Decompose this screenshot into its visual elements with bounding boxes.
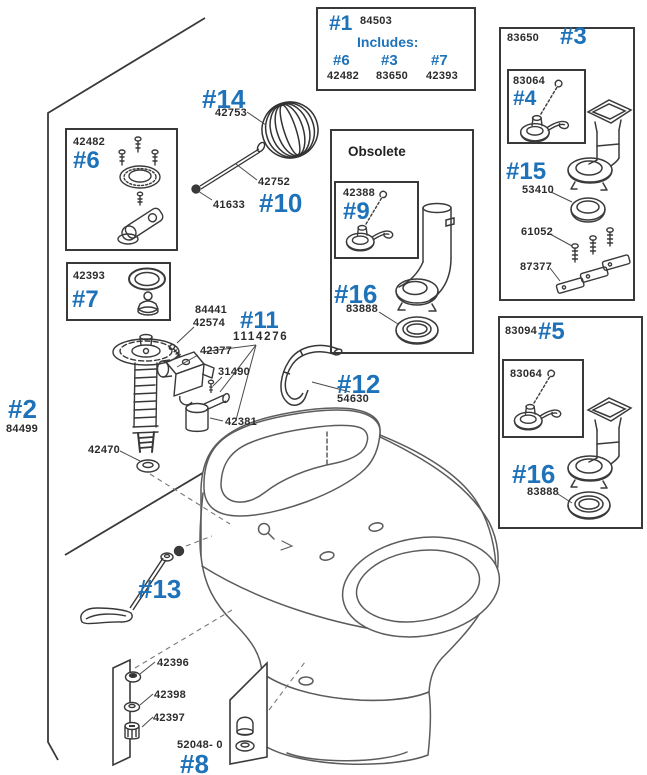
ref-6: #6 bbox=[73, 147, 100, 174]
ref-15: #15 bbox=[506, 158, 547, 185]
part-83064-box5: 83064 bbox=[510, 368, 543, 380]
bolt-61052-c bbox=[606, 227, 614, 247]
ref-6-kit: #6 bbox=[333, 52, 350, 69]
shims-87377 bbox=[555, 254, 631, 294]
part-42482: 42482 bbox=[73, 136, 106, 148]
part-83650-kit: 83650 bbox=[376, 70, 409, 82]
trip-lever-drawing bbox=[80, 545, 185, 625]
ref-7-kit: #7 bbox=[431, 52, 448, 69]
part-52048: 52048- 0 bbox=[177, 739, 223, 751]
ref-13: #13 bbox=[138, 574, 182, 604]
ref-16-obsolete: #16 bbox=[334, 279, 378, 309]
part-83888-box5: 83888 bbox=[527, 486, 560, 498]
part-42396: 42396 bbox=[157, 657, 190, 669]
float-ball-drawing bbox=[256, 101, 319, 159]
leader-lines bbox=[119, 111, 573, 728]
part-1114276: 1114276 bbox=[233, 331, 289, 343]
part-42397: 42397 bbox=[153, 712, 186, 724]
refill-tube-drawing bbox=[280, 344, 343, 406]
assembly-guides bbox=[134, 473, 306, 711]
ballcock-parts-box6 bbox=[117, 136, 164, 245]
part-84503: 84503 bbox=[360, 15, 393, 27]
bolt-cap-parts bbox=[235, 716, 255, 752]
part-42752: 42752 bbox=[258, 176, 291, 188]
part-54630: 54630 bbox=[337, 393, 370, 405]
ref-12: #12 bbox=[337, 369, 381, 399]
ref-7: #7 bbox=[72, 286, 99, 313]
part-42393: 42393 bbox=[73, 270, 106, 282]
ref-3: #3 bbox=[560, 23, 587, 50]
part-42482-kit: 42482 bbox=[327, 70, 360, 82]
ref-11: #11 bbox=[240, 307, 279, 334]
part-41633: 41633 bbox=[213, 199, 246, 211]
part-42393-kit: 42393 bbox=[426, 70, 459, 82]
seal-83888-obsolete bbox=[395, 316, 439, 345]
toilet-drawing bbox=[199, 407, 501, 766]
float-cup-drawing bbox=[185, 392, 230, 433]
fill-valve-drawing bbox=[112, 333, 180, 473]
part-84441: 84441 bbox=[195, 304, 228, 316]
part-61052: 61052 bbox=[521, 226, 554, 238]
float-rod-drawing bbox=[191, 148, 261, 194]
bolt-61052-a bbox=[571, 243, 579, 263]
gasket-ring-53410 bbox=[570, 197, 606, 223]
part-87377: 87377 bbox=[520, 261, 553, 273]
part-42398: 42398 bbox=[154, 689, 187, 701]
bracket-drawing bbox=[156, 351, 215, 406]
ref-4: #4 bbox=[513, 87, 537, 110]
ref-10: #10 bbox=[259, 188, 303, 218]
bolt-61052-b bbox=[589, 235, 597, 255]
part-83888-obsolete: 83888 bbox=[346, 303, 379, 315]
flush-valve-drawing-box3 bbox=[567, 99, 632, 191]
part-42377: 42377 bbox=[200, 345, 233, 357]
screw-84441 bbox=[168, 343, 182, 358]
seal-83888-box5 bbox=[567, 491, 611, 520]
part-42388: 42388 bbox=[343, 187, 376, 199]
part-31490: 31490 bbox=[218, 366, 251, 378]
part-42381: 42381 bbox=[225, 416, 258, 428]
obsolete-title: Obsolete bbox=[348, 144, 406, 159]
cap-panel bbox=[229, 661, 268, 765]
callout-boxes bbox=[65, 7, 643, 529]
part-83650: 83650 bbox=[507, 32, 540, 44]
gasket-parts-box7 bbox=[128, 267, 166, 316]
ref-1: #1 bbox=[329, 12, 353, 35]
ref-9: #9 bbox=[343, 198, 370, 225]
part-42470: 42470 bbox=[88, 444, 121, 456]
ref-8: #8 bbox=[180, 749, 209, 775]
part-83094: 83094 bbox=[505, 325, 538, 337]
ref-5: #5 bbox=[538, 318, 565, 345]
part-42753: 42753 bbox=[215, 107, 248, 119]
part-53410: 53410 bbox=[522, 184, 555, 196]
flush-valve-drawing-box5 bbox=[567, 397, 632, 489]
tank-bolt-parts bbox=[123, 671, 142, 740]
part-83064-box4: 83064 bbox=[513, 75, 546, 87]
screw-31490 bbox=[207, 379, 215, 393]
ref-14: #14 bbox=[202, 84, 246, 114]
part-42574: 42574 bbox=[193, 317, 226, 329]
includes-label: Includes: bbox=[357, 34, 419, 50]
part-84499: 84499 bbox=[6, 423, 39, 435]
obsolete-flush-valve bbox=[395, 202, 455, 312]
ref-2: #2 bbox=[8, 394, 37, 424]
ref-3-kit: #3 bbox=[381, 52, 398, 69]
ref-16-box5: #16 bbox=[512, 459, 556, 489]
